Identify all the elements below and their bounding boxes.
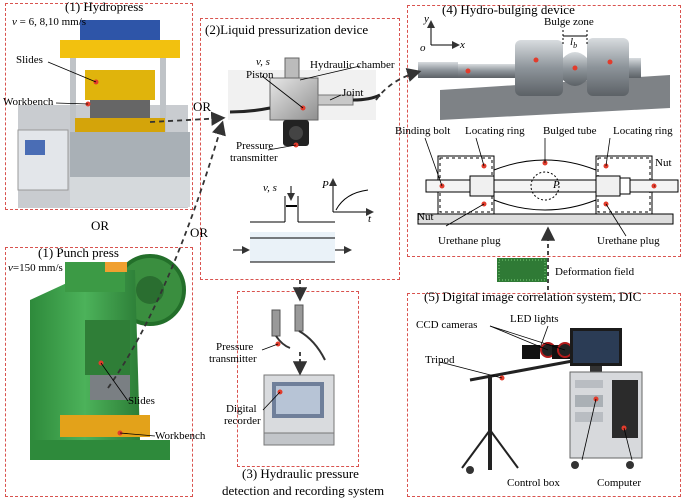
or-label-between-presses: OR	[91, 218, 110, 233]
punch-press-speed: v=150 mm/s	[8, 263, 63, 274]
arrow-punch-to-liquid	[107, 120, 226, 389]
dic-label-tripod: Tripod	[425, 354, 455, 366]
panel-liquid-pressurization	[200, 18, 400, 280]
dic-label-computer: Computer	[597, 477, 641, 489]
dic-label-control-box: Control box	[507, 477, 560, 489]
liquid-label-pressure: Pressure	[236, 140, 274, 152]
recording-label-transmitter: transmitter	[209, 353, 257, 365]
leader-lines	[47, 61, 655, 461]
liquid-vs-label: v, s	[256, 56, 270, 68]
deformation-field-label: Deformation field	[555, 266, 635, 278]
bulging-axis-o: o	[420, 42, 426, 54]
hydropress-speed-symbol: v	[12, 16, 17, 28]
bulging-label-lb-sub: b	[573, 41, 578, 51]
recording-label-digital: Digital	[226, 403, 257, 415]
punch-press-label-workbench: Workbench	[155, 430, 206, 442]
hydropress-label-workbench: Workbench	[3, 96, 54, 108]
hydropress-speed: v = 6, 8,10 mm/s	[12, 17, 86, 28]
arrow-liquid-to-bulging	[375, 68, 422, 101]
panel-punch-press	[5, 247, 193, 497]
dic-label-ccd: CCD cameras	[416, 319, 478, 331]
bulging-label-binding-bolt: Binding bolt	[395, 125, 451, 137]
or-label-arrow-bottom: OR	[190, 225, 209, 240]
punch-press-label-slides: Slides	[128, 395, 155, 407]
bulging-label-pressure-p: P	[553, 179, 560, 191]
liquid-title: (2)Liquid pressurization device	[205, 22, 369, 37]
dic-label-led: LED lights	[510, 313, 559, 325]
panel-hydropress	[5, 3, 193, 210]
punch-press-speed-value: =150 mm/s	[12, 262, 63, 274]
hydro-bulging-photo	[418, 20, 670, 120]
bulging-label-lb: lb	[570, 37, 577, 50]
liquid-label-transmitter: transmitter	[230, 152, 278, 164]
hydropress-photo	[17, 20, 190, 208]
liquid-pressurization-photo	[228, 57, 381, 148]
liquid-label-joint: Joint	[342, 87, 364, 99]
panel-hydro-bulging	[407, 5, 681, 257]
bulging-label-nut-left: Nut	[417, 211, 434, 223]
hydropress-label-slides: Slides	[16, 54, 43, 66]
panel-dic	[407, 293, 681, 497]
hydropress-speed-value: = 6, 8,10 mm/s	[16, 16, 87, 28]
bulging-label-lb-letter: l	[570, 36, 574, 48]
recording-system-photo	[263, 304, 335, 446]
punch-press-photo	[30, 254, 186, 460]
bulging-title: (4) Hydro-bulging device	[442, 2, 575, 17]
dic-photo	[461, 328, 643, 474]
liquid-schematic	[233, 178, 374, 263]
bulging-axis-x: x	[460, 39, 465, 51]
liquid-label-hydraulic-chamber: Hydraulic chamber	[310, 59, 395, 71]
recording-label-pressure: Pressure	[216, 341, 254, 353]
bulging-label-bulged-tube: Bulged tube	[543, 125, 597, 137]
recording-title-line2: detection and recording system	[222, 483, 385, 498]
liquid-label-piston: Piston	[246, 69, 274, 81]
hydro-bulging-schematic	[417, 155, 679, 225]
or-label-arrow-top: OR	[193, 99, 212, 114]
arrow-hydropress-to-liquid	[149, 111, 226, 126]
recording-label-recorder: recorder	[224, 415, 261, 427]
recording-title-line1: (3) Hydraulic pressure	[242, 466, 359, 481]
liquid-schematic-t: t	[368, 213, 372, 225]
punch-press-speed-symbol: v	[8, 262, 13, 274]
bulging-label-bulge-zone: Bulge zone	[544, 16, 594, 28]
liquid-schematic-vs: v, s	[263, 182, 277, 194]
hydropress-title: (1) Hydropress	[65, 0, 144, 14]
punch-press-title: (1) Punch press	[38, 245, 119, 260]
liquid-schematic-p: P	[322, 179, 329, 191]
bulging-label-locating-ring-right: Locating ring	[613, 125, 673, 137]
deformation-field-image	[497, 258, 547, 282]
bulging-label-nut-right: Nut	[655, 157, 672, 169]
bulging-label-urethane-left: Urethane plug	[438, 235, 501, 247]
bulging-label-locating-ring-left: Locating ring	[465, 125, 525, 137]
bulging-label-urethane-right: Urethane plug	[597, 235, 660, 247]
dic-title: (5) Digital image correlation system, DI…	[424, 289, 642, 304]
bulging-axis-y: y	[424, 13, 429, 25]
